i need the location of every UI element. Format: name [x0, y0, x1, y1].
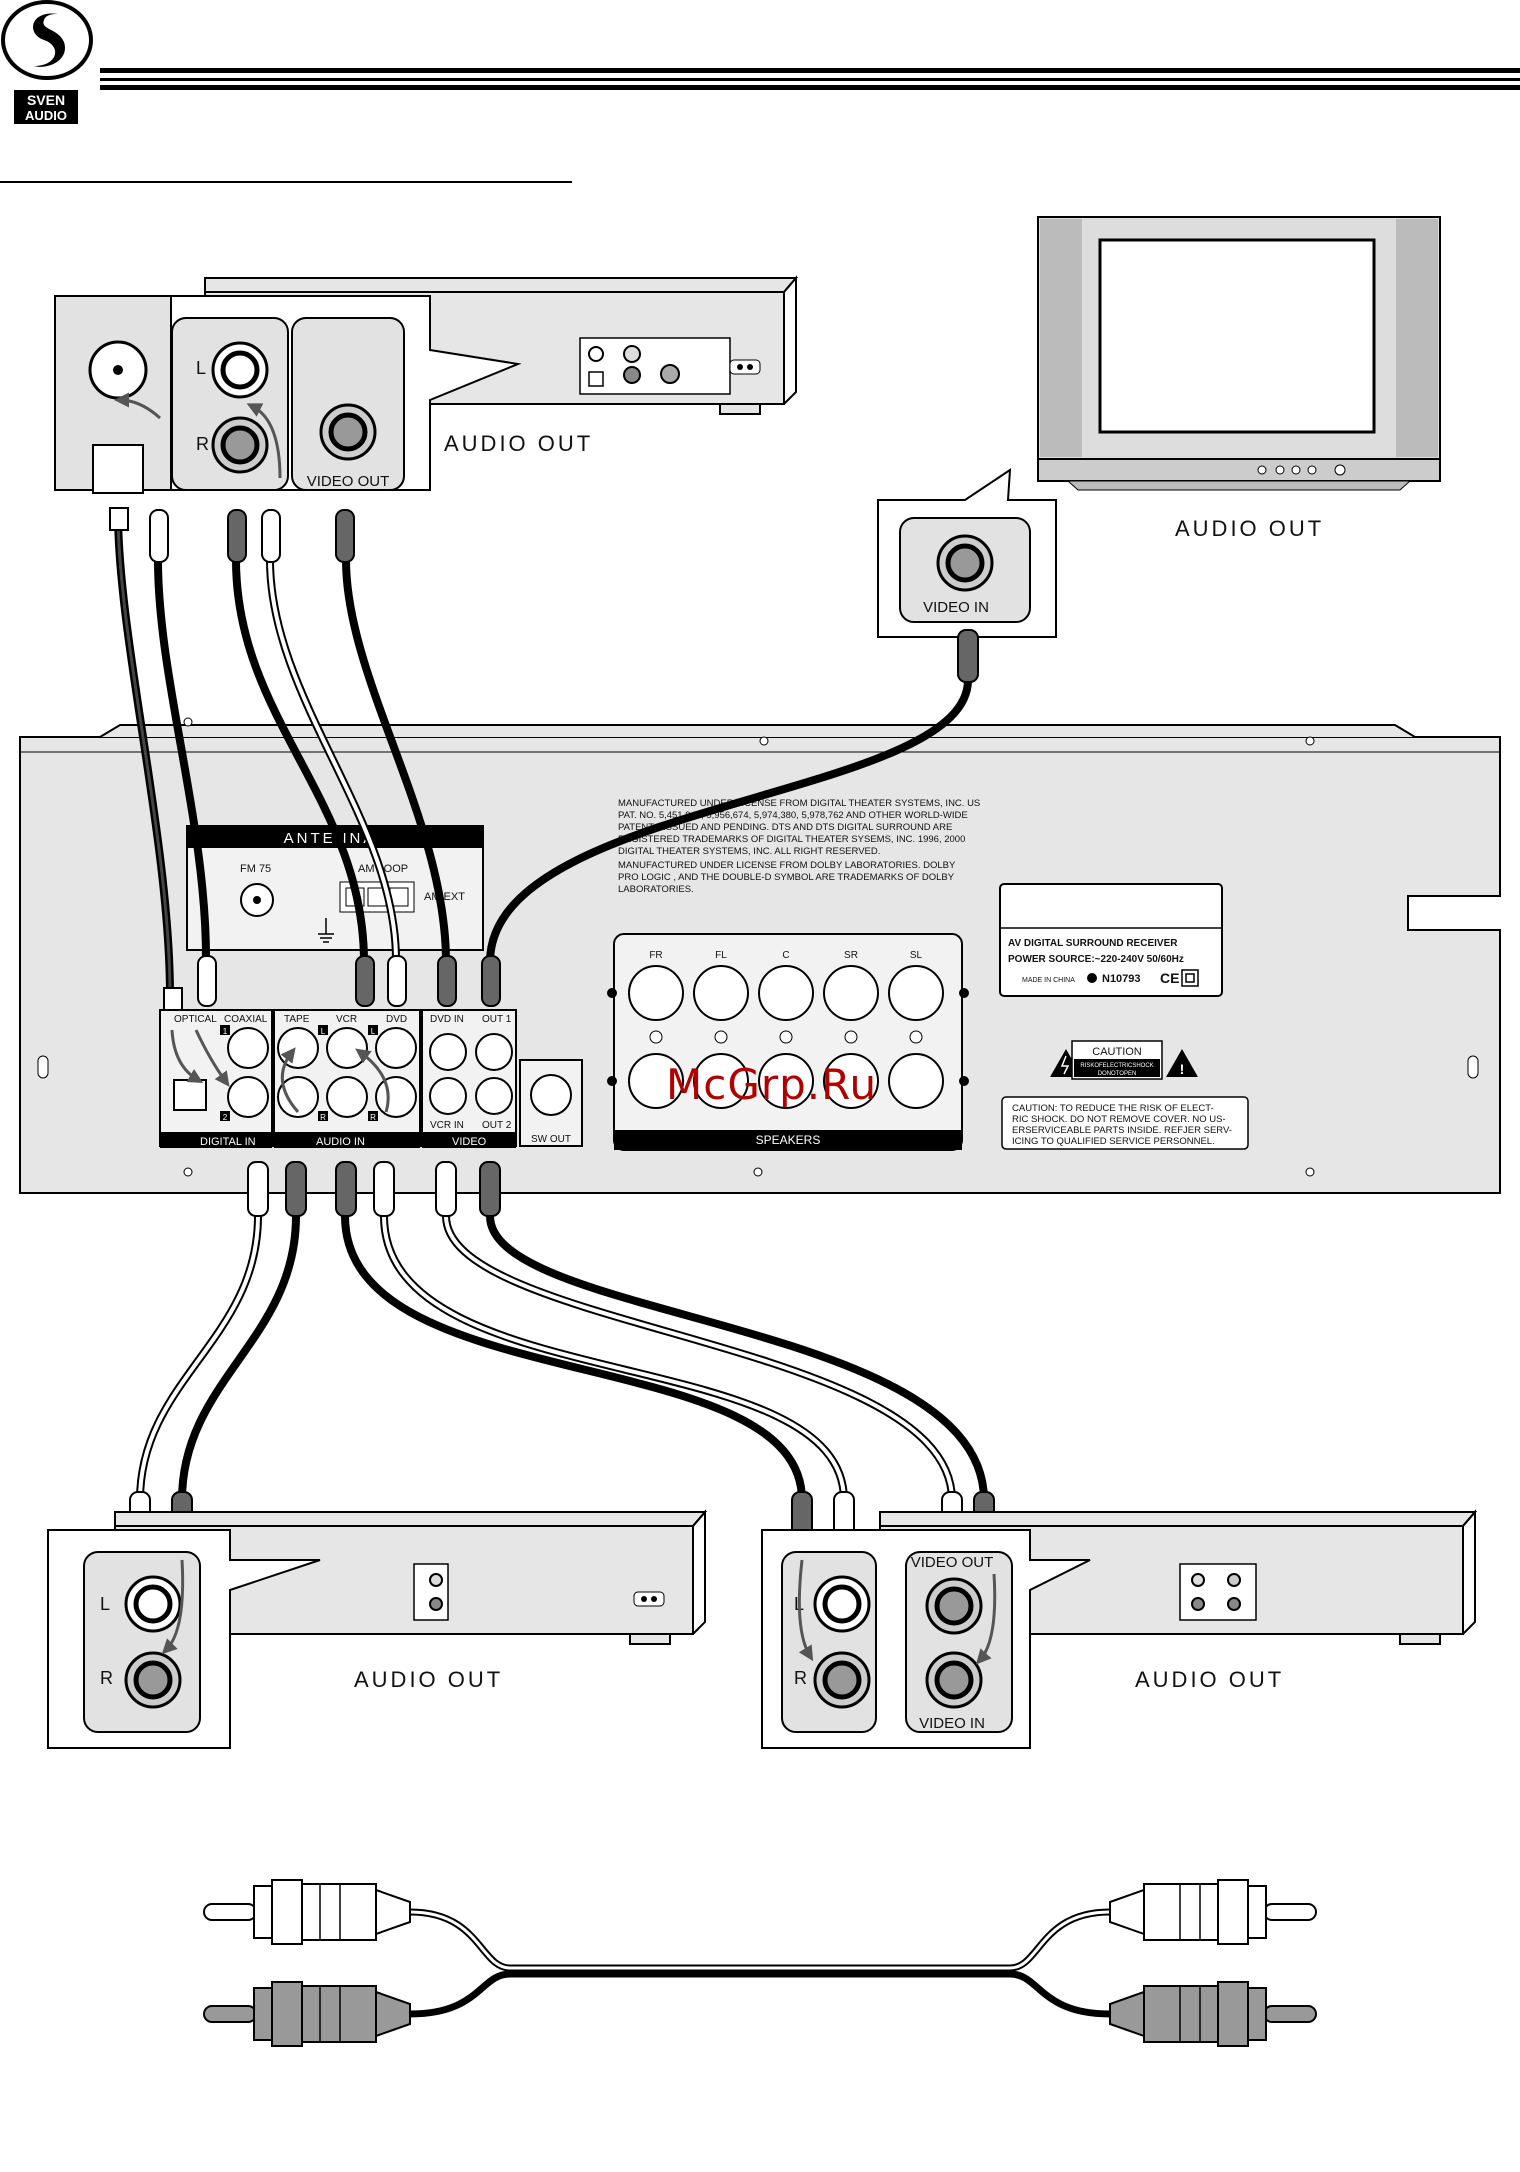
- out2-label: OUT 2: [482, 1120, 512, 1131]
- caution-title: CAUTION: [1092, 1046, 1142, 1058]
- television: [1037, 216, 1441, 491]
- coax-num-2: 2: [223, 1113, 228, 1122]
- am-ext-label: AM EXT: [424, 891, 465, 903]
- dvd-label: DVD: [386, 1014, 407, 1025]
- speaker-terminal-fr-pos: [628, 965, 684, 1021]
- label-r: R: [196, 434, 209, 454]
- tape-deck: L R: [47, 1509, 708, 1749]
- speaker-terminal-sl-pos: [888, 965, 944, 1021]
- coaxial-label: COAXIAL: [224, 1014, 268, 1025]
- input-panel: OPTICAL COAXIAL 1 2 DIGITAL IN TAPE VCR …: [159, 1009, 583, 1148]
- out1-label: OUT 1: [482, 1014, 512, 1025]
- coax-num-1: 1: [223, 1027, 228, 1036]
- digital-in-label: DIGITAL IN: [200, 1136, 256, 1148]
- rivets: [37, 717, 1479, 1177]
- fm75-label: FM 75: [240, 863, 271, 875]
- speaker-channel-fl: FL: [715, 950, 727, 961]
- speaker-terminal-c-pos: [758, 965, 814, 1021]
- audio-r-marker-2: R: [370, 1113, 376, 1122]
- cert-label: N10793: [1102, 973, 1141, 985]
- video-out-label: VIDEO OUT: [307, 473, 390, 490]
- license-text: MANUFACTURED UNDER LICENSE FROM DIGITAL …: [618, 798, 980, 895]
- license-dolby-1: MANUFACTURED UNDER LICENSE FROM DOLBY LA…: [618, 860, 956, 871]
- sw-out-label: SW OUT: [531, 1134, 571, 1145]
- license-dolby-3: LABORATORIES.: [618, 884, 694, 895]
- antenna-label: ANTENNA: [284, 830, 377, 847]
- speaker-terminal-fl-neg: [693, 1053, 749, 1109]
- dvd-in-label: DVD IN: [430, 1014, 464, 1025]
- optical-jack: [92, 444, 144, 494]
- speaker-terminal-fl-pos: [693, 965, 749, 1021]
- caution-text-2: RIC SHOCK. DO NOT REMOVE COVER. NO US-: [1012, 1114, 1226, 1125]
- audio-r-marker: R: [320, 1113, 326, 1122]
- speaker-terminal-fr-neg: [628, 1053, 684, 1109]
- speaker-channel-sl: SL: [910, 950, 923, 961]
- speaker-terminals: SPEAKERS FR FL C SR SL: [607, 933, 969, 1151]
- speaker-channel-sr: SR: [844, 950, 858, 961]
- rca-cable-illustration: [203, 1879, 1317, 2047]
- vcr-label: VCR: [336, 1014, 357, 1025]
- caution-text-1: CAUTION: TO REDUCE THE RISK OF ELECT-: [1012, 1103, 1214, 1114]
- speaker-terminal-c-neg: [758, 1053, 814, 1109]
- speaker-terminal-sr-neg: [823, 1053, 879, 1109]
- speaker-screw: [649, 1030, 663, 1044]
- dvd-audio-out-label: AUDIO OUT: [444, 431, 593, 456]
- speaker-terminal-sl-neg: [888, 1053, 944, 1109]
- video-label: VIDEO: [452, 1136, 487, 1148]
- speaker-screw: [779, 1030, 793, 1044]
- deck-l-label: L: [100, 1594, 110, 1614]
- brand-logo: SVEN AUDIO: [1, 0, 93, 124]
- caution-sub2: DONOTOPEN: [1098, 1071, 1137, 1077]
- made-in-label: MADE IN CHINA: [1022, 977, 1075, 984]
- vcr-video-in-label: VIDEO IN: [919, 1715, 985, 1732]
- caution-text-4: ICING TO QUALIFIED SERVICE PERSONNEL.: [1012, 1136, 1215, 1147]
- receiver-optical-jack: [173, 1079, 207, 1111]
- header-rule: [100, 68, 1520, 90]
- vcr: L R VIDEO OUT VIDEO IN: [761, 1509, 1478, 1749]
- caution-sub1: RISKOFELECTRICSHOCK: [1080, 1063, 1153, 1069]
- license-dts-3: PATENTS ISSUED AND PENDING. DTS AND DTS …: [618, 822, 952, 833]
- model-label: AV DIGITAL SURROUND RECEIVER: [1008, 938, 1178, 949]
- exclamation-warning-icon: [1166, 1049, 1198, 1077]
- dvd-zoom-panel: L R VIDEO OUT: [54, 295, 522, 494]
- vcr-in-label: VCR IN: [430, 1120, 464, 1131]
- optical-label: OPTICAL: [174, 1014, 217, 1025]
- brand-line2: AUDIO: [25, 108, 67, 123]
- tape-label: TAPE: [284, 1014, 310, 1025]
- watermark: McGrp.Ru: [666, 1060, 878, 1109]
- deck-r-label: R: [100, 1668, 113, 1688]
- vcr-r-label: R: [794, 1668, 807, 1688]
- brand-line1: SVEN: [27, 92, 65, 108]
- speaker-channel-fr: FR: [649, 950, 662, 961]
- deck-audio-out-label: AUDIO OUT: [354, 1667, 503, 1692]
- cables: [114, 508, 988, 1504]
- label-l: L: [196, 358, 206, 378]
- speaker-screw: [844, 1030, 858, 1044]
- license-dolby-2: PRO LOGIC , AND THE DOUBLE-D SYMBOL ARE …: [618, 872, 955, 883]
- power-label: POWER SOURCE:~220-240V 50/60Hz: [1008, 954, 1184, 965]
- license-dts-4: REGISTERED TRADEMARKS OF DIGITAL THEATER…: [618, 834, 965, 845]
- license-dts-1: MANUFACTURED UNDER LICENSE FROM DIGITAL …: [618, 798, 980, 809]
- vcr-video-out-label: VIDEO OUT: [911, 1554, 994, 1571]
- speakers-label: SPEAKERS: [756, 1133, 821, 1147]
- tv-zoom-panel: VIDEO IN: [877, 468, 1057, 638]
- audio-l-marker: L: [321, 1027, 326, 1036]
- license-dts-5: DIGITAL THEATER SYSTEMS, INC. ALL RIGHT …: [618, 846, 880, 857]
- tv-audio-out-label: AUDIO OUT: [1175, 516, 1324, 541]
- audio-l-marker-2: L: [371, 1027, 376, 1036]
- license-dts-2: PAT. NO. 5,451,942, 5,956,674, 5,974,380…: [618, 810, 968, 821]
- speaker-terminal-sr-pos: [823, 965, 879, 1021]
- caution-text-3: ERSERVICEABLE PARTS INSIDE. REFJER SERV-: [1012, 1125, 1232, 1136]
- tv-video-in-label: VIDEO IN: [923, 599, 989, 616]
- caution-label: CAUTION RISKOFELECTRICSHOCK DONOTOPEN ! …: [1001, 1040, 1249, 1150]
- vcr-audio-out-label: AUDIO OUT: [1135, 1667, 1284, 1692]
- audio-in-label: AUDIO IN: [316, 1136, 365, 1148]
- ce-mark-icon: CE: [1160, 970, 1179, 986]
- speaker-screw: [714, 1030, 728, 1044]
- svg-text:!: !: [1180, 1061, 1185, 1077]
- rating-plate: AV DIGITAL SURROUND RECEIVER POWER SOURC…: [999, 883, 1223, 997]
- speaker-channel-c: C: [782, 950, 789, 961]
- speaker-screw: [909, 1030, 923, 1044]
